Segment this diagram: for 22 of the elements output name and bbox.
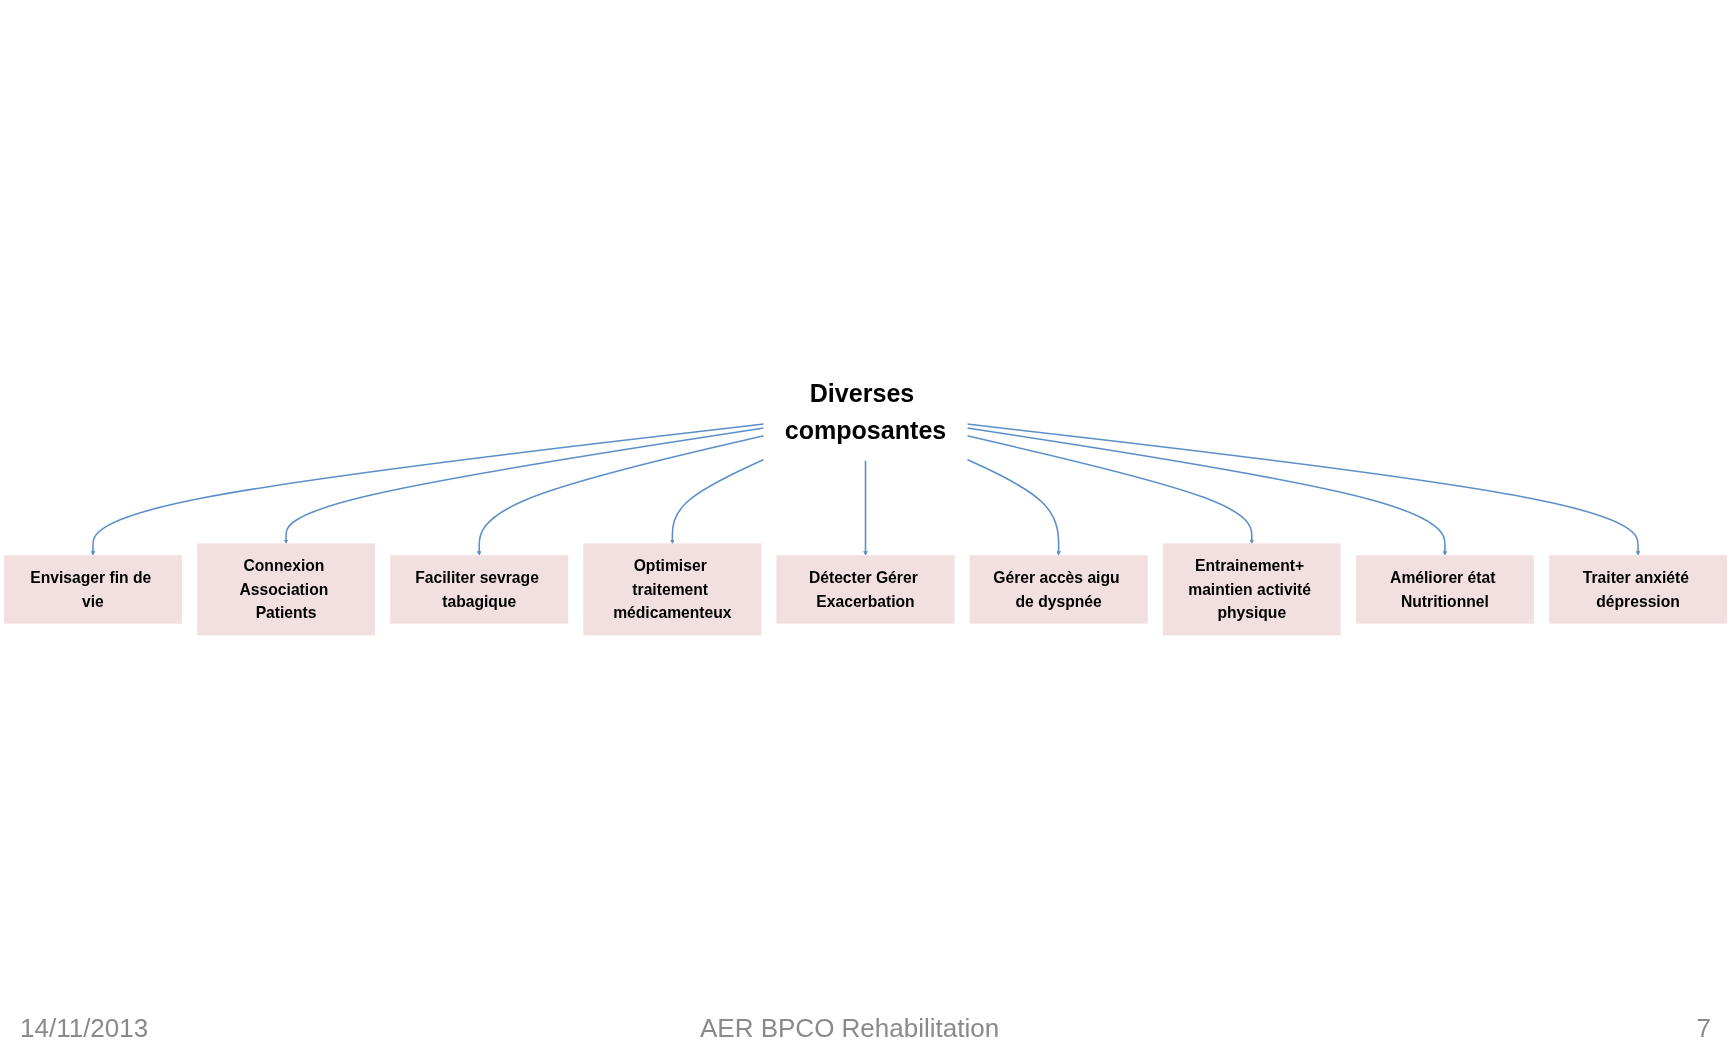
arrow [476, 435, 765, 557]
node-box: Entrainement+ maintien activité physique [1162, 543, 1341, 636]
node-box: Détecter Gérer Exacerbation [776, 555, 955, 624]
node-box: Traiter anxiété dépression [1549, 555, 1728, 624]
footer-text: AER BPCO Rehabilitation [700, 1013, 1000, 1044]
node-box: Optimiser traitement médicamenteux [583, 543, 762, 636]
arrow [966, 427, 1448, 557]
node-box: Connexion Association Patients [197, 543, 376, 636]
node-box: Faciliter sevrage tabagique [390, 555, 569, 624]
arrow [90, 423, 765, 557]
arrow [966, 435, 1255, 545]
node-box: Gérer accès aigu de dyspnée [969, 555, 1148, 624]
arrow [966, 459, 1061, 557]
footer-text: 14/11/2013 [20, 1013, 149, 1044]
arrow [966, 423, 1641, 557]
node-box: Envisager fin de vie [3, 555, 182, 624]
node-box: Améliorer état Nutritionnel [1355, 555, 1534, 624]
footer-text: 7 [1696, 1013, 1711, 1044]
arrow [863, 459, 868, 557]
node-text: Diverses composantes [784, 379, 947, 445]
arrow [670, 459, 765, 545]
arrow [283, 427, 765, 545]
